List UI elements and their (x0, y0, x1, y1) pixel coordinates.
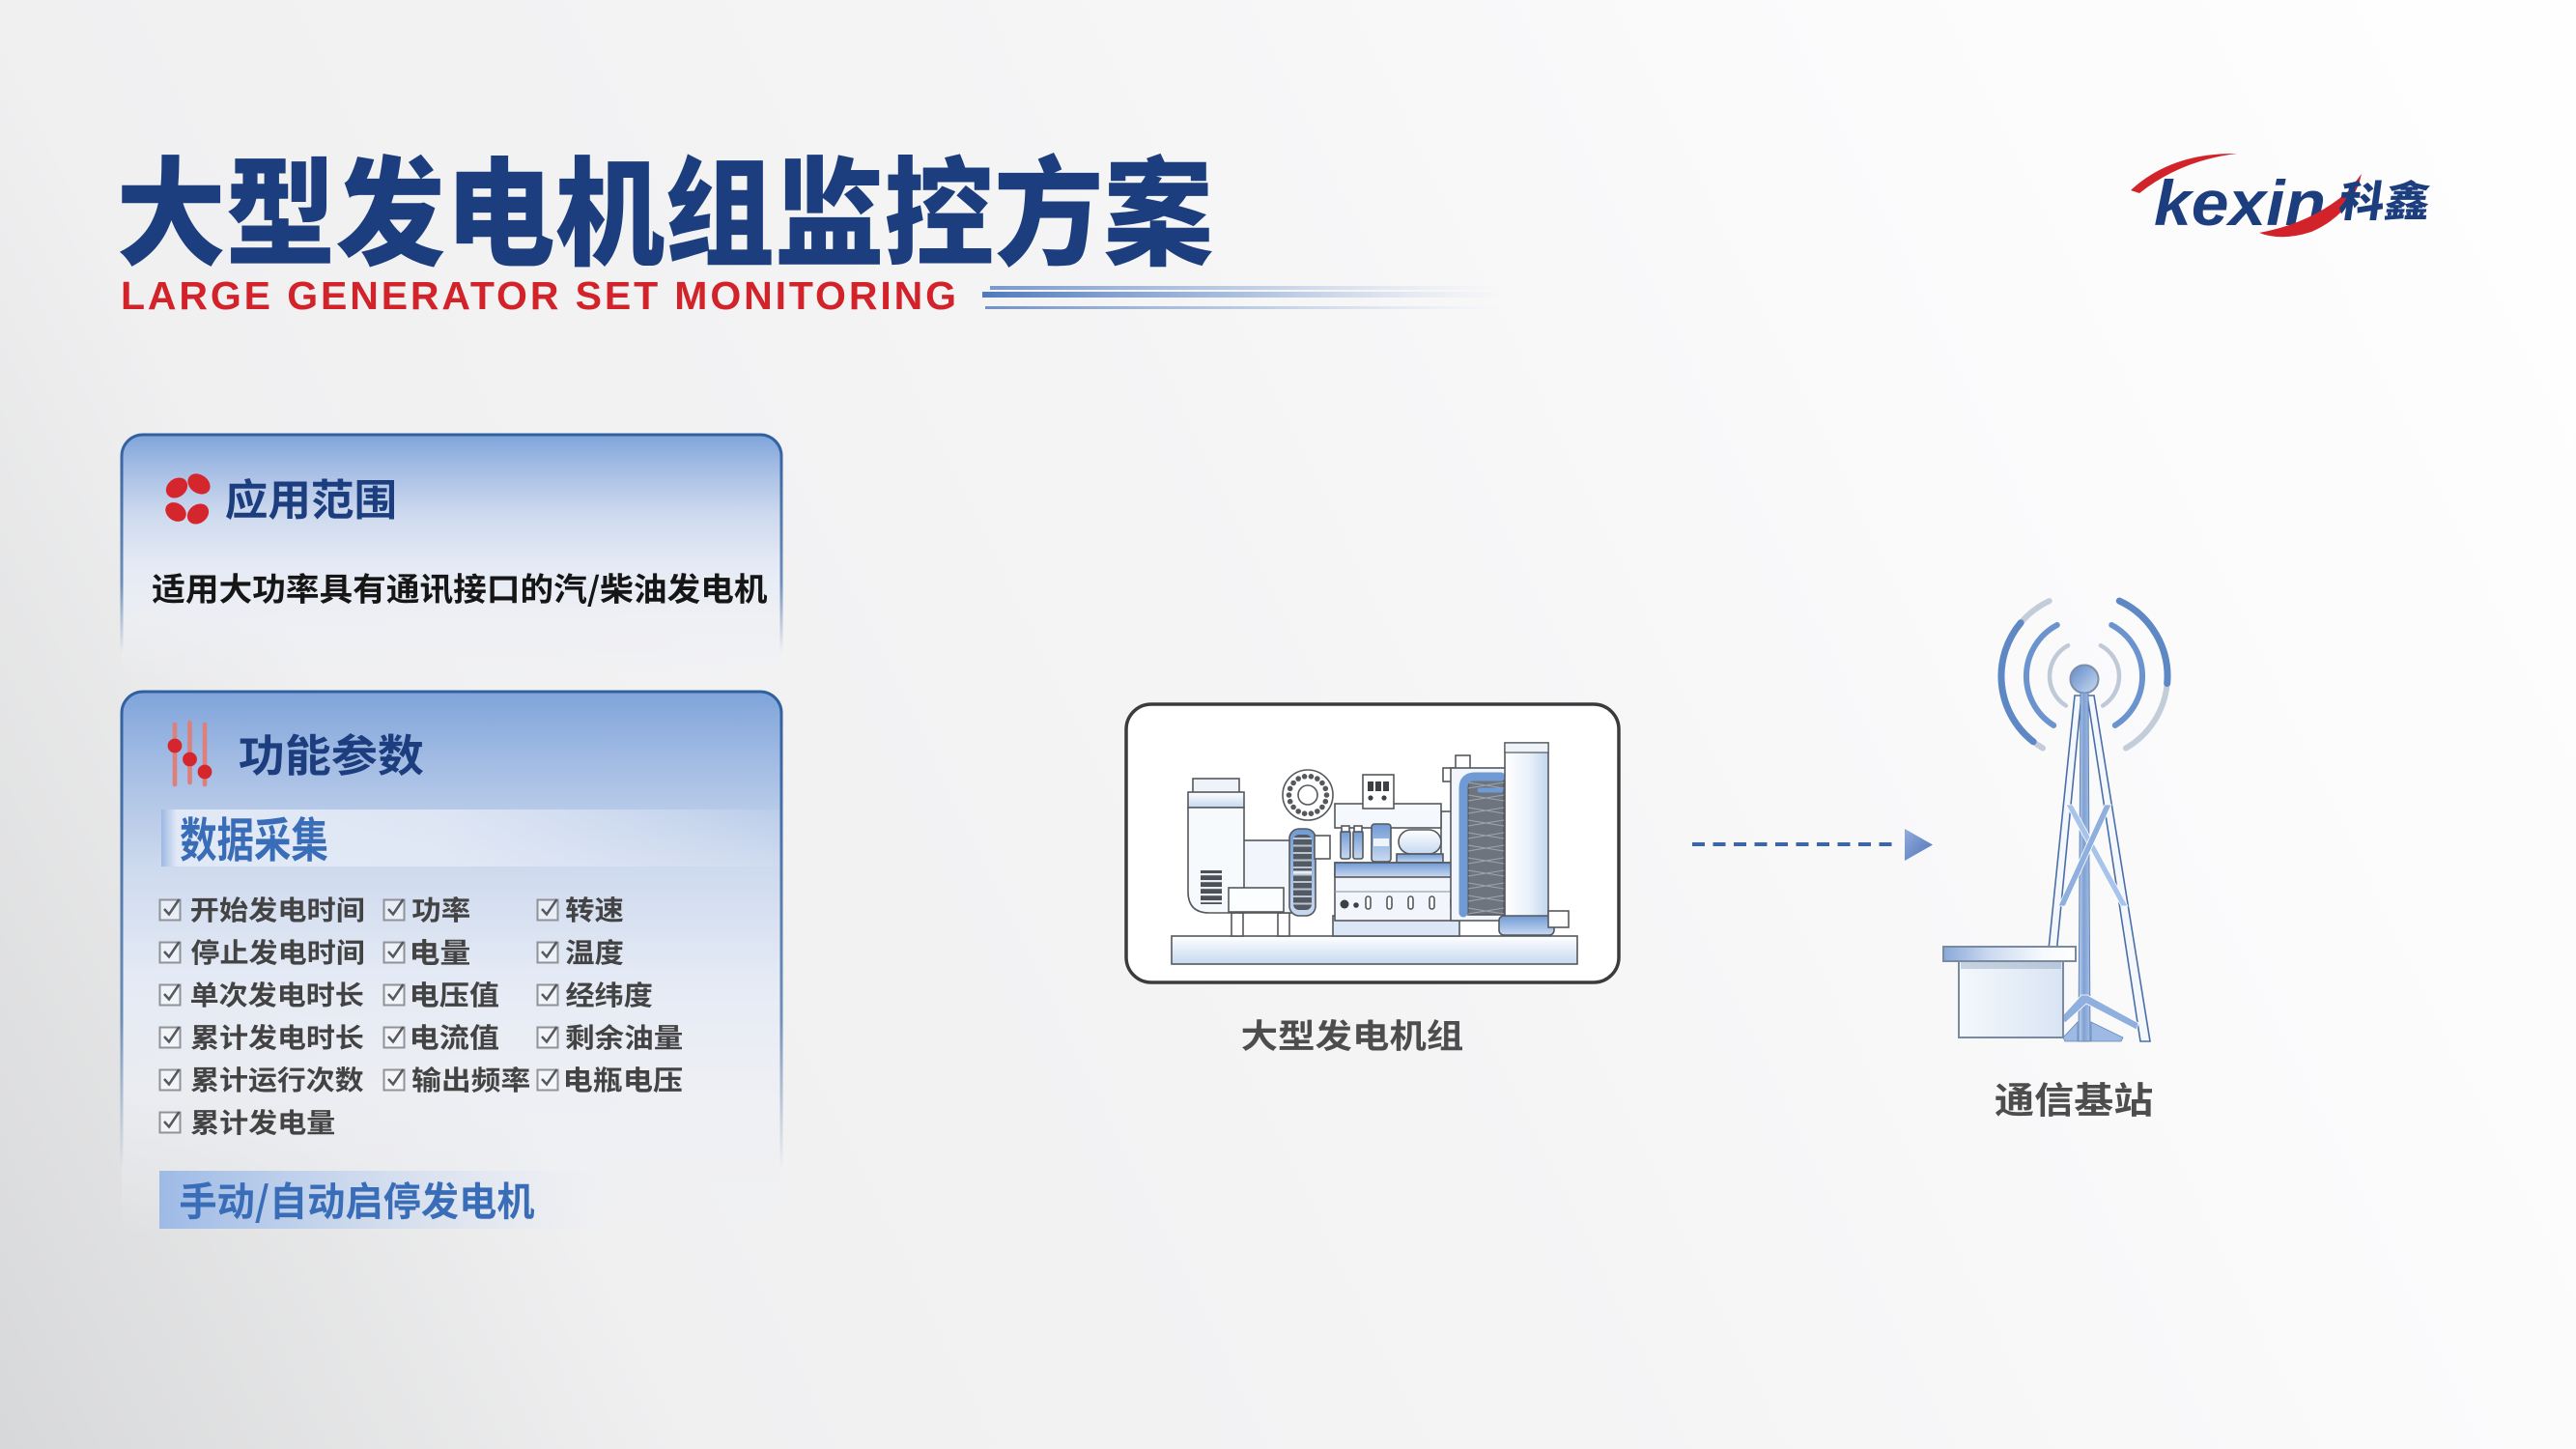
svg-text:LARGE GENERATOR SET MONITORING: LARGE GENERATOR SET MONITORING (121, 273, 956, 318)
